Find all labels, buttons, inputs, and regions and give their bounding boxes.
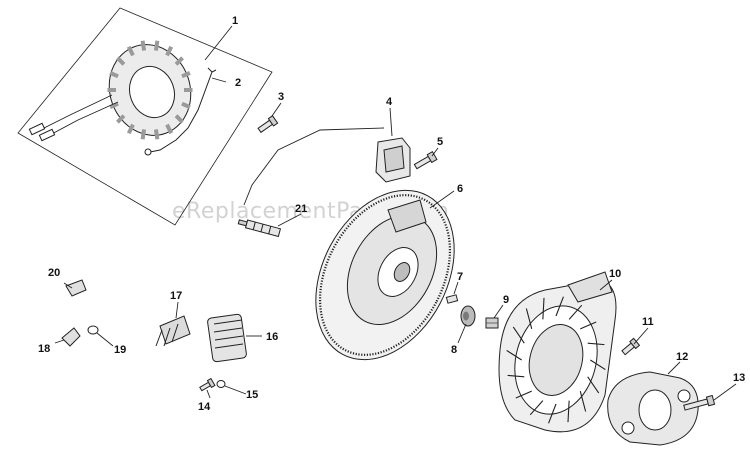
- part-15-washer: [216, 380, 226, 388]
- part-19-o-ring: [87, 325, 99, 335]
- fan-boss: [567, 271, 613, 303]
- callout-1: 1: [232, 15, 238, 27]
- part-12-fan-retainer: [607, 371, 699, 446]
- stator-tooth: [140, 129, 147, 140]
- callout-13: 13: [733, 372, 745, 384]
- fan-fin: [567, 400, 570, 423]
- part-5-bolt: [413, 150, 438, 170]
- kit-box-outline: [17, 7, 273, 226]
- part-16-regulator: [207, 313, 247, 363]
- stator-tooth: [153, 129, 160, 140]
- stator-tooth: [165, 123, 174, 135]
- part-4-ignition-module: [243, 127, 411, 206]
- fan-fin: [590, 359, 606, 371]
- stator-tooth: [153, 40, 160, 51]
- callout-12: 12: [676, 351, 688, 363]
- callout-2: 2: [235, 77, 241, 89]
- stator-tooth: [126, 123, 135, 135]
- callout-11: 11: [642, 316, 654, 328]
- part-3-screw: [257, 115, 279, 134]
- callout-10: 10: [609, 268, 621, 280]
- fan-fin: [542, 297, 545, 320]
- stator-tooth: [140, 40, 147, 51]
- part-7-key: [445, 294, 459, 304]
- fan-fin: [525, 308, 533, 330]
- leader-lines: [54, 25, 737, 401]
- callout-8: 8: [451, 344, 457, 356]
- part-8-washer: [460, 305, 476, 327]
- flywheel-magnet: [387, 199, 427, 233]
- callout-9: 9: [503, 294, 509, 306]
- fan-fin: [506, 349, 522, 361]
- part-10-fan: [498, 271, 617, 433]
- part-20-clip: [65, 279, 87, 297]
- callout-4: 4: [386, 96, 393, 108]
- part-2-bracket: [144, 67, 217, 156]
- callout-21: 21: [295, 203, 307, 215]
- lead-terminal-1: [28, 122, 46, 136]
- callout-3: 3: [278, 91, 284, 103]
- fan-fin: [515, 390, 532, 399]
- lead-terminal-2: [38, 128, 56, 142]
- callout-19: 19: [114, 344, 126, 356]
- fan-fin: [555, 296, 564, 317]
- stator-tooth: [174, 114, 184, 124]
- stator-lead-1: [39, 94, 113, 131]
- fan-fin: [507, 374, 525, 378]
- callout-15: 15: [246, 389, 258, 401]
- fan-fin: [587, 376, 600, 394]
- stator-tooth: [181, 71, 191, 79]
- stator-lead-2: [47, 101, 119, 137]
- stator-tooth: [116, 56, 126, 66]
- fan-fin: [580, 321, 597, 330]
- stator-tooth: [116, 114, 126, 124]
- callout-14: 14: [198, 401, 211, 413]
- stator-tooth: [109, 71, 119, 79]
- callout-17: 17: [170, 290, 182, 302]
- fan-fin: [579, 390, 587, 412]
- part-17-rectifier: [155, 315, 191, 347]
- fan-fin: [529, 400, 544, 416]
- part-21-spark-plug: [237, 219, 282, 238]
- callout-labels: 1 2 3 4 5 6 21 7 8 9 10 11 12 13 14 15 1…: [38, 15, 745, 413]
- callout-5: 5: [437, 136, 443, 148]
- callout-18: 18: [38, 343, 50, 355]
- stator-tooth: [126, 45, 135, 57]
- callout-7: 7: [457, 271, 463, 283]
- part-13-bolt: [683, 394, 716, 411]
- callout-6: 6: [457, 183, 463, 195]
- callout-16: 16: [266, 331, 278, 343]
- part-18-terminal: [61, 327, 81, 347]
- ignition-wire: [243, 127, 385, 206]
- fan-fin: [568, 304, 583, 320]
- part-9-nut: [485, 317, 499, 329]
- stator-tooth: [165, 45, 174, 57]
- stator-tooth: [174, 56, 184, 66]
- part-1-stator-kit: [17, 7, 273, 226]
- part-6-flywheel: [315, 189, 455, 361]
- fan-fin: [512, 326, 525, 344]
- stator-tooth: [109, 101, 119, 109]
- fan-fin: [548, 403, 557, 424]
- stator: [107, 40, 193, 140]
- callout-20: 20: [48, 267, 60, 279]
- stator-tooth: [181, 101, 191, 109]
- part-14-screw: [199, 377, 216, 392]
- fan-fin: [587, 342, 605, 346]
